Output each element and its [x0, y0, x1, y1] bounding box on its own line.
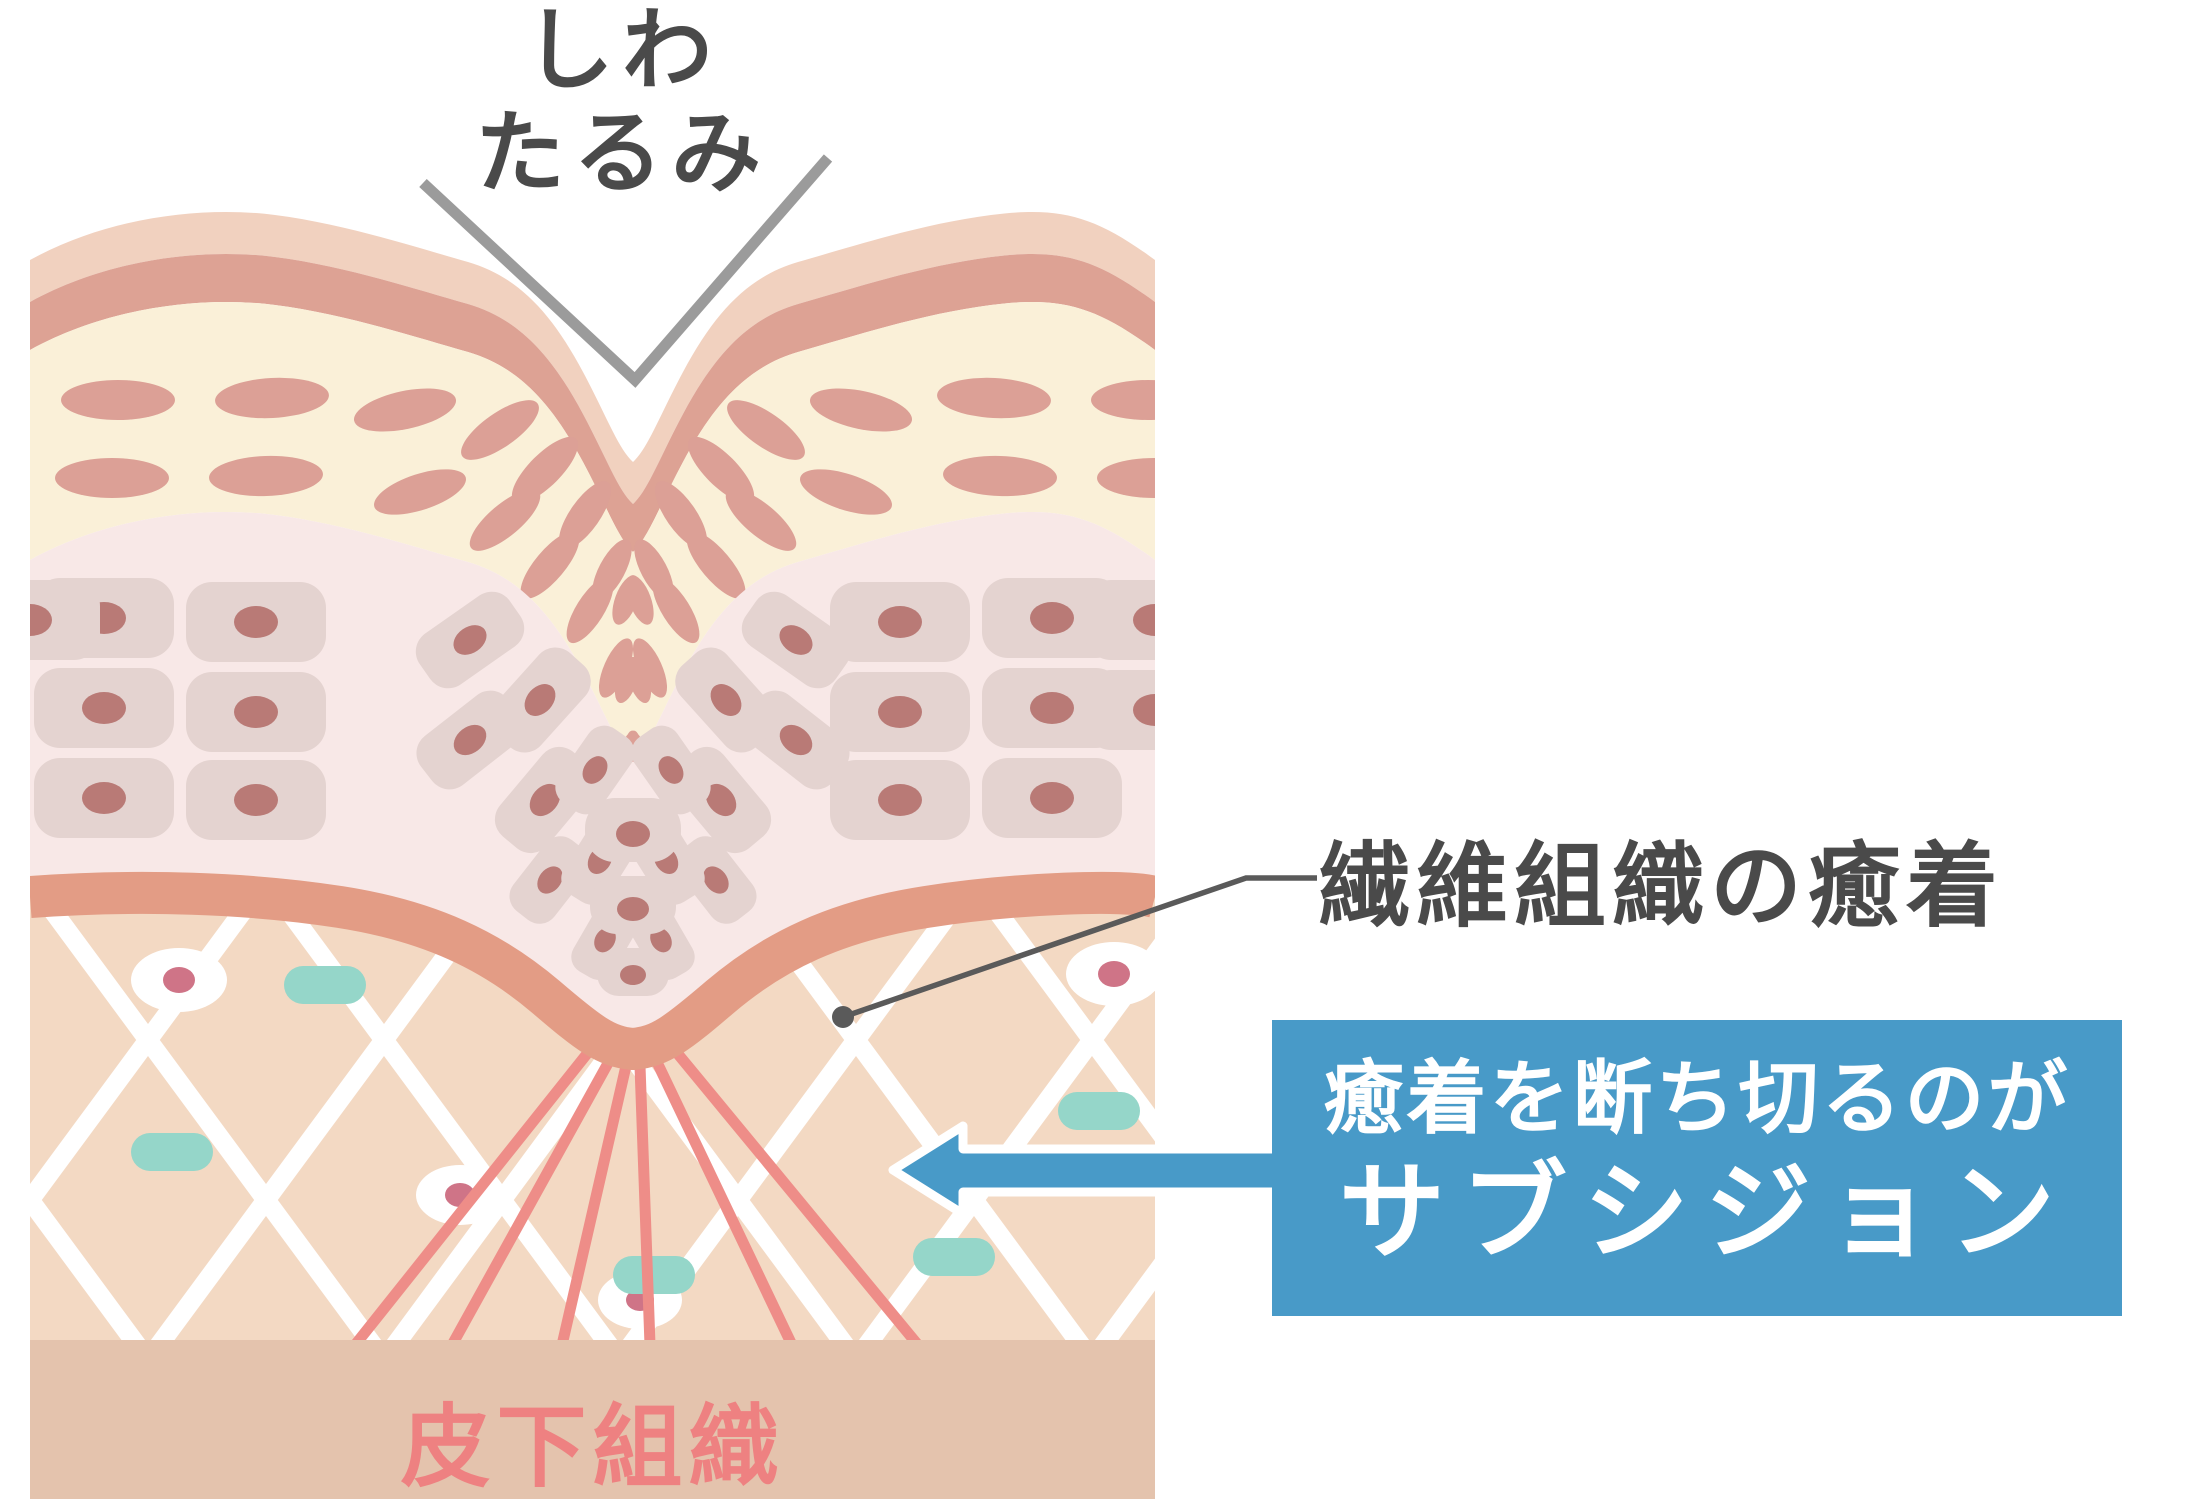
callout-line1: 癒着を断ち切るのが	[1323, 1054, 2071, 1143]
epidermis-cells	[30, 578, 1155, 996]
callout-line2: サブシジョン	[1339, 1154, 2071, 1272]
chevron-down-icon	[419, 154, 833, 388]
surface-layer	[30, 211, 1155, 504]
corneum-band	[30, 253, 1155, 552]
wrinkle-label-line2: たるみ	[475, 104, 769, 204]
leader-line-dot-icon	[832, 875, 1317, 1028]
adhesion-label: 繊維組織の癒着	[1318, 836, 2005, 938]
basement-band	[30, 871, 1155, 1071]
wrinkle-label-line1: しわ	[524, 1, 720, 101]
subcutaneous-band	[30, 1340, 1155, 1499]
fat-capsules	[131, 966, 1140, 1294]
subcision-callout-box: 癒着を断ち切るのが サブシジョン	[1272, 1020, 2122, 1316]
fibrous-adhesion-bands	[349, 1034, 924, 1351]
skin-layers	[30, 211, 1155, 1499]
subcutaneous-label: 皮下組織	[400, 1398, 785, 1498]
wrinkle-label: しわ たるみ	[322, 0, 922, 206]
corneum-flakes	[55, 377, 1155, 774]
